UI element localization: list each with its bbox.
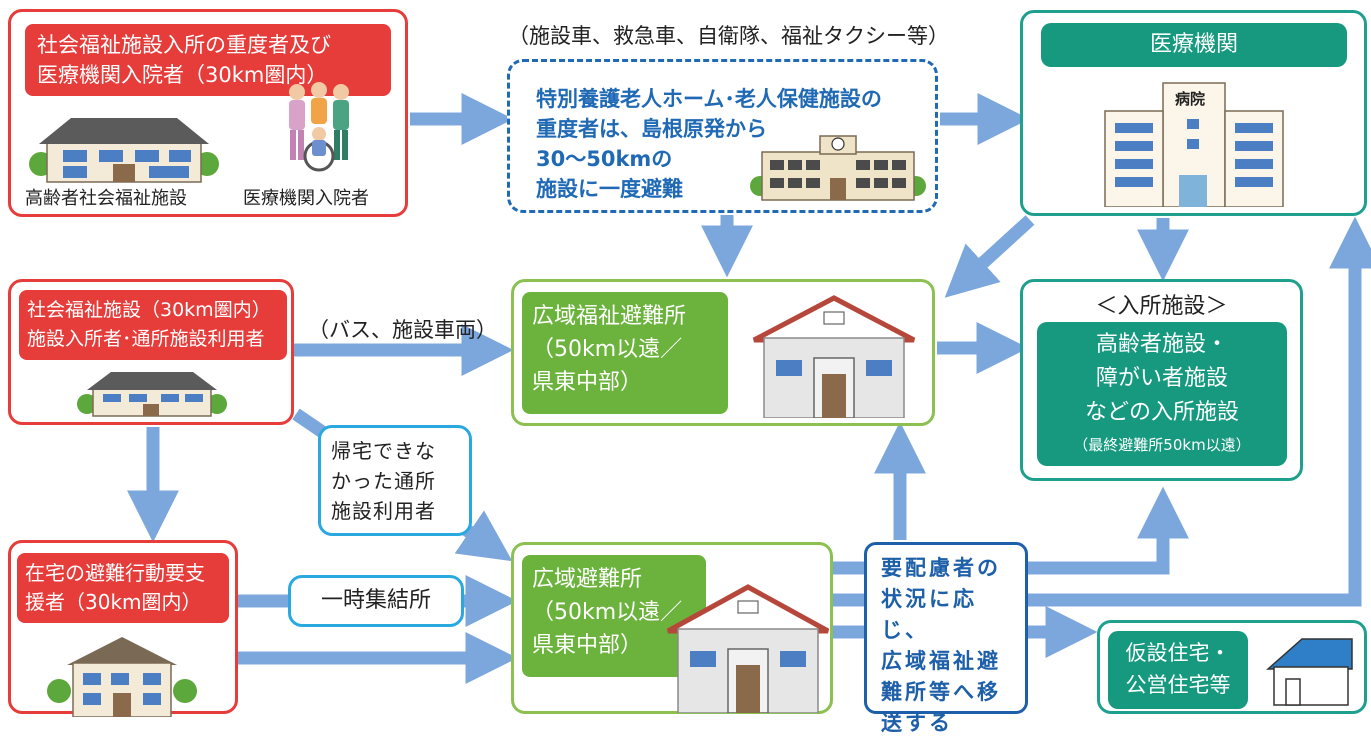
temporary-house-icon xyxy=(1266,638,1353,706)
care-note-box: 要配慮者の 状況に応じ、 広域福祉避 難所等へ移 送する xyxy=(864,542,1028,735)
home-support-title: 在宅の避難行動要支 援者（30km圏内） xyxy=(17,553,229,623)
hospital-patients-icon xyxy=(289,82,349,172)
wide-shelter-label: 広域避難所 （50km以遠／ 県東中部） xyxy=(522,555,706,677)
wide-shelter-box: 広域避難所 （50km以遠／ 県東中部） xyxy=(511,542,833,714)
welfare-facility-building-icon xyxy=(29,118,219,183)
arrow-medical-to-wide-welfare xyxy=(944,215,1035,298)
admission-box: ＜入所施設＞ 高齢者施設・ 障がい者施設 などの入所施設 （最終避難所50km以… xyxy=(1020,279,1303,481)
care-note-text: 要配慮者の 状況に応じ、 広域福祉避 難所等へ移 送する xyxy=(881,556,1001,735)
wide-welfare-shelter-building-icon xyxy=(752,295,916,418)
admission-body: 高齢者施設・ 障がい者施設 などの入所施設 xyxy=(1084,332,1239,425)
medical-box: 医療機関 病院 xyxy=(1020,10,1367,216)
caption-facility: 高齢者社会福祉施設 xyxy=(25,188,187,209)
caption-patient: 医療機関入院者 xyxy=(243,188,369,209)
hospital-building-icon xyxy=(1104,82,1284,207)
housing-label: 仮設住宅・ 公営住宅等 xyxy=(1108,631,1248,709)
admission-body-panel: 高齢者施設・ 障がい者施設 などの入所施設 （最終避難所50km以遠） xyxy=(1037,322,1287,466)
nursing-home-text: 特別養護老人ホーム･老人保健施設の 重度者は、島根原発から 30〜50kmの 施… xyxy=(536,87,882,201)
welfare-hospital-box: 社会福祉施設入所の重度者及び 医療機関入院者（30km圏内） 高齢者社会福祉施設… xyxy=(8,9,408,217)
hospital-label: 病院 xyxy=(1175,90,1206,108)
welfare-facility-title: 社会福祉施設（30km圏内） 施設入所者･通所施設利用者 xyxy=(19,290,287,360)
admission-title: ＜入所施設＞ xyxy=(1095,294,1228,319)
welfare-facility-small-icon xyxy=(77,372,227,417)
top-note: （施設車、救急車、自衛隊、福祉タクシー等） xyxy=(508,24,949,48)
welfare-hospital-title: 社会福祉施設入所の重度者及び 医療機関入院者（30km圏内） xyxy=(25,24,391,96)
nursing-home-box: 特別養護老人ホーム･老人保健施設の 重度者は、島根原発から 30〜50kmの 施… xyxy=(507,59,938,213)
wide-welfare-shelter-label: 広域福祉避難所 （50km以遠／ 県東中部） xyxy=(522,292,728,414)
bus-note: （バス、施設車両） xyxy=(308,318,497,342)
home-support-box: 在宅の避難行動要支 援者（30km圏内） xyxy=(8,540,238,717)
nursing-home-building-icon xyxy=(750,135,926,201)
wide-welfare-shelter-box: 広域福祉避難所 （50km以遠／ 県東中部） xyxy=(511,279,935,426)
admission-note: （最終避難所50km以遠） xyxy=(1073,436,1251,454)
assembly-point-label: 一時集結所 xyxy=(320,588,431,613)
housing-box: 仮設住宅・ 公営住宅等 xyxy=(1097,620,1367,714)
daycare-note-box: 帰宅できな かった通所 施設利用者 xyxy=(318,425,472,536)
welfare-facility-box: 社会福祉施設（30km圏内） 施設入所者･通所施設利用者 xyxy=(8,279,294,425)
daycare-note-text: 帰宅できな かった通所 施設利用者 xyxy=(331,439,436,523)
wide-shelter-building-icon xyxy=(666,584,830,713)
medical-title: 医療機関 xyxy=(1041,23,1347,67)
house-icon xyxy=(47,637,197,717)
assembly-point-box: 一時集結所 xyxy=(288,575,464,627)
